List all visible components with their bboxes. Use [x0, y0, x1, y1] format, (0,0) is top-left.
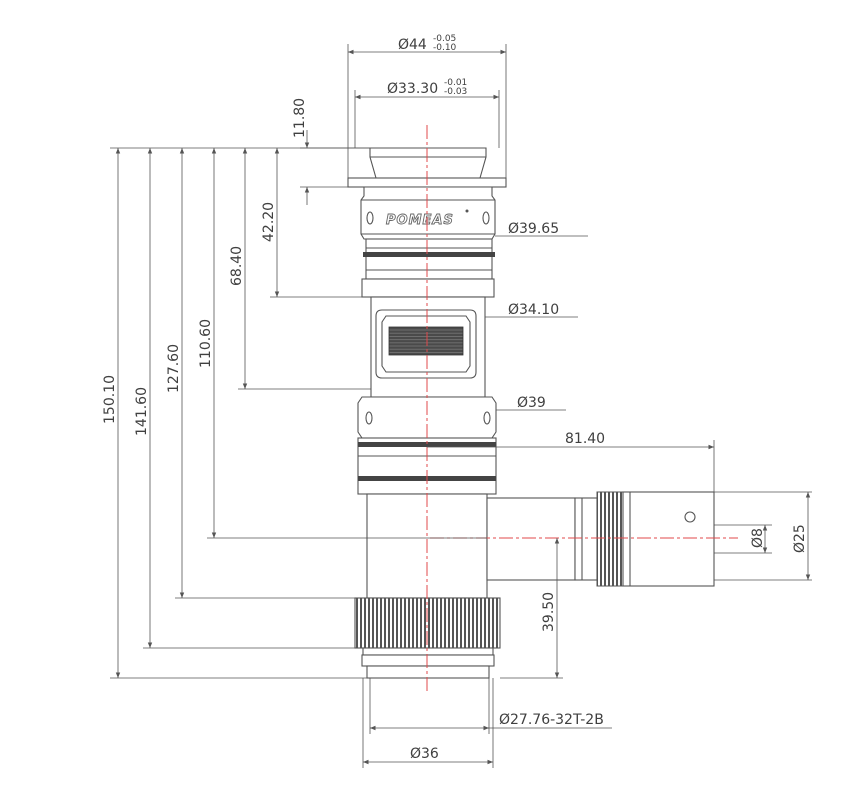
svg-text:150.10: 150.10	[102, 375, 118, 424]
svg-text:Ø34.10: Ø34.10	[508, 302, 559, 318]
svg-text:-0.03: -0.03	[444, 87, 467, 97]
dim-h-127: 127.60	[166, 148, 355, 599]
focus-grip	[388, 326, 464, 356]
svg-text:Ø8: Ø8	[750, 528, 766, 548]
dim-collar: Ø39.65	[495, 221, 588, 237]
dim-port-hole: Ø8	[714, 524, 772, 554]
side-port	[486, 491, 715, 587]
dim-mid-ring: Ø39	[496, 395, 566, 411]
dim-port-height: 39.50	[500, 538, 563, 679]
svg-text:110.60: 110.60	[198, 319, 214, 368]
svg-text:42.20: 42.20	[261, 202, 277, 242]
svg-text:141.60: 141.60	[134, 387, 150, 436]
svg-text:Ø39: Ø39	[517, 395, 546, 411]
port-hole	[684, 511, 696, 523]
svg-text:81.40: 81.40	[565, 431, 605, 447]
svg-text:Ø39.65: Ø39.65	[508, 221, 559, 237]
lens-body: POMEAS	[347, 147, 715, 679]
svg-text:11.80: 11.80	[292, 98, 308, 138]
svg-text:Ø33.30: Ø33.30	[387, 81, 438, 97]
svg-text:39.50: 39.50	[541, 592, 557, 632]
dim-thread: Ø27.76-32T-2B	[369, 678, 612, 734]
dim-port-diameter: Ø25	[714, 491, 812, 581]
svg-text:Ø25: Ø25	[792, 524, 808, 553]
dim-port-offset: 81.40	[427, 431, 715, 492]
svg-text:-0.01: -0.01	[444, 78, 467, 88]
svg-text:-0.05: -0.05	[433, 34, 456, 44]
dim-top-inner: Ø33.30 -0.01 -0.03	[354, 78, 500, 148]
dim-h-42: 42.20	[261, 148, 362, 298]
dim-h-110: 110.60	[198, 148, 487, 539]
dim-flange-height: 11.80	[292, 98, 370, 205]
svg-text:-0.10: -0.10	[433, 43, 457, 53]
dim-h-68: 68.40	[229, 148, 371, 390]
svg-text:127.60: 127.60	[166, 344, 182, 393]
dim-bottom: Ø36	[362, 678, 494, 768]
dim-top-outer: Ø44 -0.05 -0.10	[347, 34, 507, 178]
dim-h-141: 141.60	[134, 148, 363, 649]
svg-text:68.40: 68.40	[229, 246, 245, 286]
brand-logo: POMEAS	[386, 213, 454, 228]
svg-text:Ø27.76-32T-2B: Ø27.76-32T-2B	[499, 712, 604, 728]
top-cap	[369, 147, 487, 179]
dim-h-150: 150.10	[102, 148, 367, 679]
dim-window: Ø34.10	[485, 302, 578, 318]
svg-text:Ø36: Ø36	[410, 746, 439, 762]
svg-text:Ø44: Ø44	[398, 37, 427, 53]
